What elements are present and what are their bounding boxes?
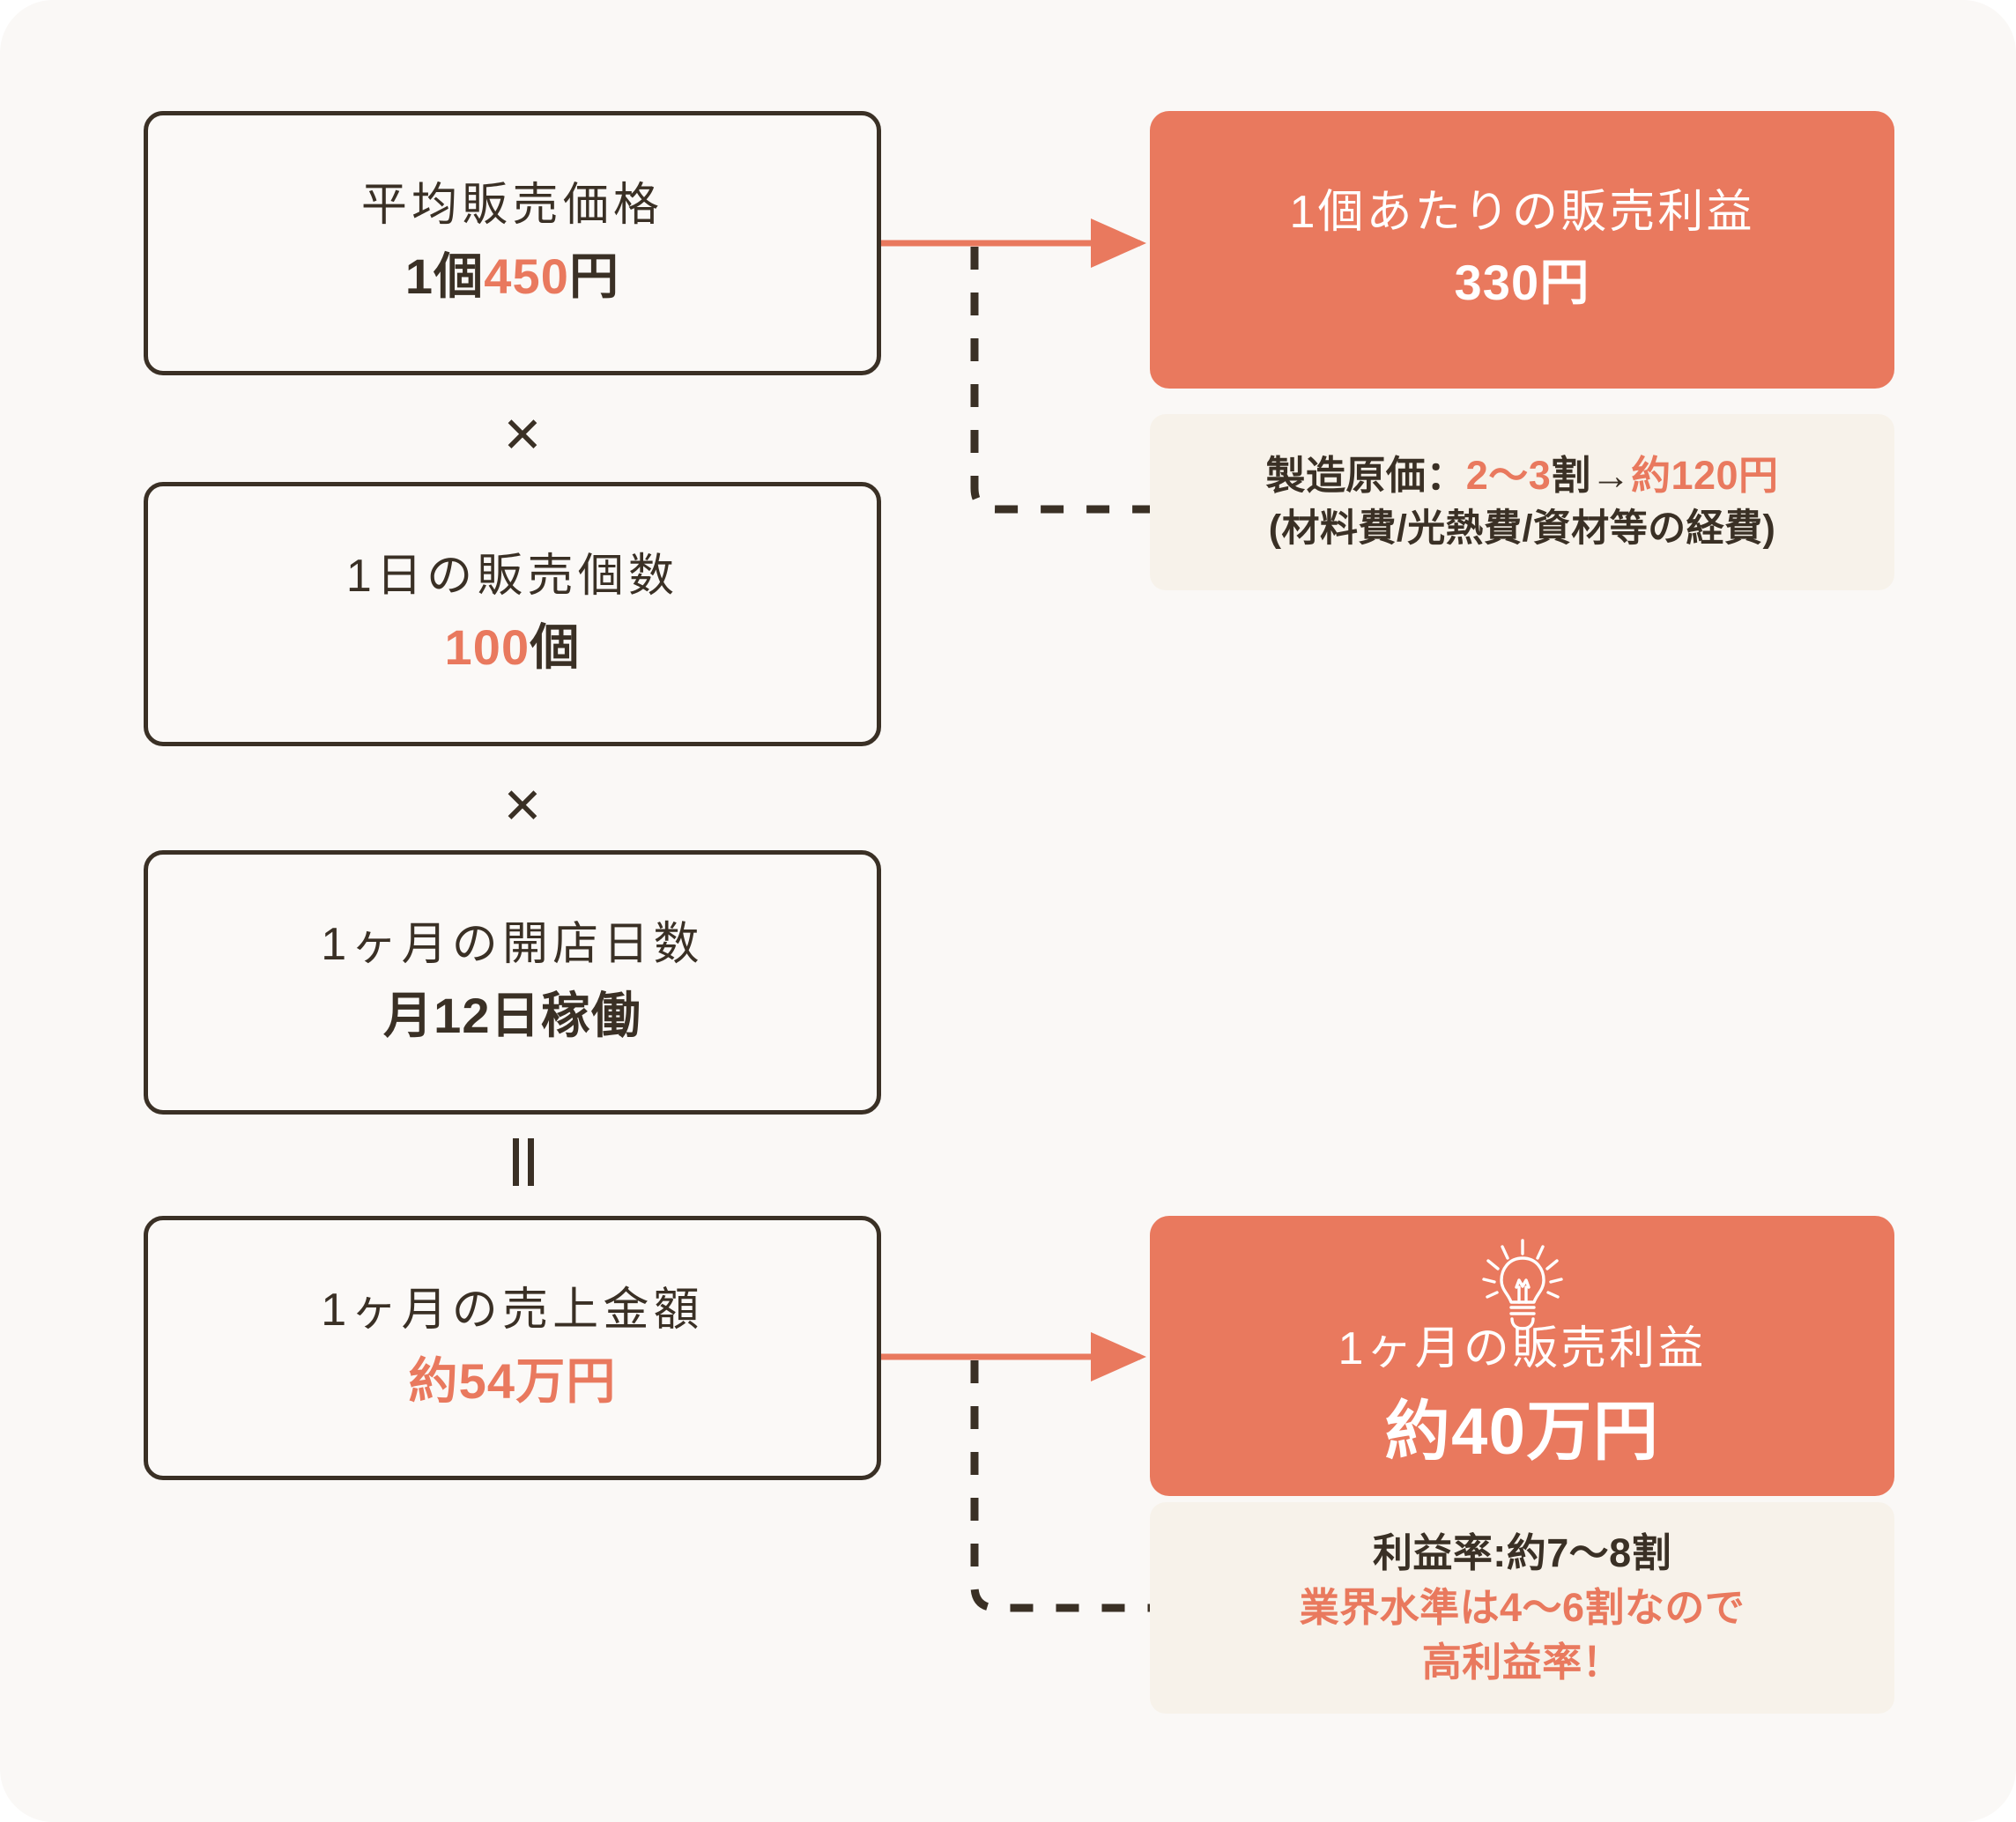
value-prefix: 月12日稼働 — [382, 987, 641, 1043]
note-label: 製造原価： — [1265, 453, 1466, 499]
equals-bar-2 — [528, 1138, 534, 1186]
note-profit-rate-line1: 利益率:約7〜8割 — [1372, 1529, 1672, 1575]
result-title: 1ヶ月の販売利益 — [1338, 1322, 1707, 1374]
equals-bar-1 — [513, 1138, 519, 1186]
note-profit-rate: 利益率:約7〜8割 業界水準は4〜6割なので 高利益率！ — [1150, 1502, 1894, 1714]
operator-equals — [499, 1138, 546, 1186]
note-breakdown: (材料費/光熱費/資材等の経費) — [1268, 507, 1776, 551]
result-value: 330円 — [1454, 255, 1590, 311]
box-open-days-per-month[interactable]: 1ヶ月の開店日数 月12日稼働 — [144, 850, 881, 1115]
value-suffix: 円 — [569, 248, 620, 304]
value-highlight: 約54万円 — [408, 1352, 617, 1409]
value-suffix: 個 — [530, 618, 581, 675]
note-profit-rate-line2: 業界水準は4〜6割なので — [1299, 1584, 1745, 1630]
box-monthly-sales-amount[interactable]: 1ヶ月の売上金額 約54万円 — [144, 1216, 881, 1480]
note-ratio-unit: 割→ — [1551, 453, 1632, 499]
note-manufacturing-cost: 製造原価：2〜3割→約120円 (材料費/光熱費/資材等の経費) — [1150, 414, 1894, 590]
note-line-primary: 製造原価：2〜3割→約120円 — [1266, 448, 1779, 503]
dashed-branch-profit-rate — [970, 1360, 1151, 1612]
box-title: 1ヶ月の開店日数 — [321, 919, 704, 971]
result-per-unit-profit[interactable]: 1個あたりの販売利益 330円 — [1150, 111, 1894, 389]
box-average-selling-price[interactable]: 平均販売価格 1個450円 — [144, 111, 881, 375]
result-title: 1個あたりの販売利益 — [1289, 186, 1755, 238]
note-amount: 約120円 — [1631, 453, 1779, 499]
box-value: 1個450円 — [405, 240, 619, 314]
result-monthly-profit[interactable]: 1ヶ月の販売利益 約40万円 — [1150, 1216, 1894, 1496]
value-highlight: 100 — [444, 618, 530, 675]
box-value: 約54万円 — [409, 1344, 617, 1418]
value-prefix: 1個 — [404, 248, 485, 304]
lightbulb-icon — [1475, 1237, 1570, 1334]
value-highlight: 450 — [484, 248, 570, 304]
box-value: 月12日稼働 — [383, 979, 641, 1053]
box-title: 1日の販売個数 — [345, 551, 679, 603]
note-profit-rate-line3: 高利益率！ — [1421, 1640, 1623, 1685]
dashed-branch-manufacturing-cost — [970, 247, 1151, 514]
operator-multiply-2: ✕ — [501, 778, 544, 833]
box-title: 平均販売価格 — [360, 180, 664, 232]
box-units-per-day[interactable]: 1日の販売個数 100個 — [144, 482, 881, 746]
box-value: 100個 — [445, 611, 581, 685]
box-title: 1ヶ月の売上金額 — [321, 1285, 704, 1337]
note-ratio: 2〜3 — [1465, 453, 1552, 499]
result-value: 約40万円 — [1384, 1395, 1660, 1469]
operator-multiply-1: ✕ — [501, 407, 544, 463]
